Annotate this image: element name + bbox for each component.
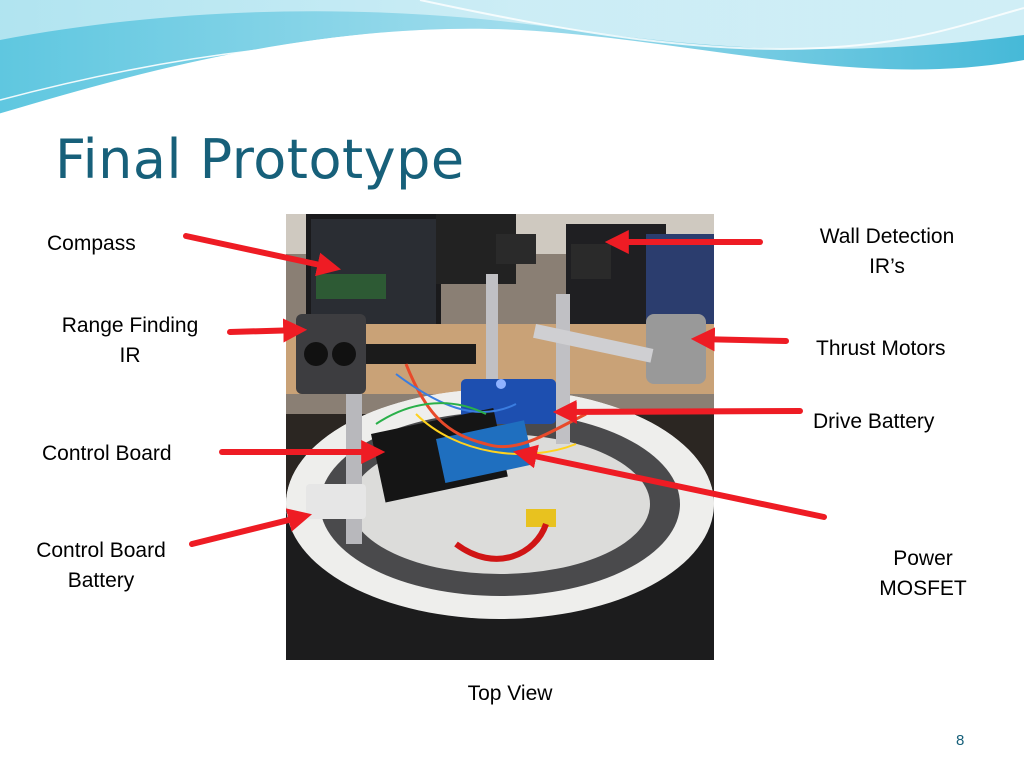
photo-caption: Top View: [467, 682, 553, 705]
page-number: 8: [956, 732, 965, 749]
label-range-finding-line2: IR: [119, 344, 141, 367]
label-compass: Compass: [47, 229, 136, 259]
header-wave-decoration: [0, 0, 1024, 117]
label-wall-detection-ir: Wall Detection IR’s: [800, 222, 974, 282]
label-power-mosfet-line1: Power: [893, 547, 953, 570]
label-power-mosfet: Power MOSFET: [862, 544, 984, 604]
label-compass-text: Compass: [47, 232, 136, 255]
robot-photo: [286, 214, 714, 660]
label-wall-detection-line2: IR’s: [869, 255, 905, 278]
label-thrust-motors-text: Thrust Motors: [816, 337, 946, 360]
label-power-mosfet-line2: MOSFET: [879, 577, 967, 600]
label-wall-detection-line1: Wall Detection: [819, 225, 955, 248]
label-control-board-text: Control Board: [42, 442, 172, 465]
label-range-finding-ir: Range Finding IR: [44, 311, 216, 371]
label-drive-battery: Drive Battery: [813, 407, 934, 437]
robot-photo-illustration: [286, 214, 714, 660]
label-thrust-motors: Thrust Motors: [816, 334, 946, 364]
label-control-board-battery-line2: Battery: [67, 569, 135, 592]
slide-title: Final Prototype: [55, 128, 465, 191]
label-range-finding-line1: Range Finding: [61, 314, 199, 337]
label-control-board: Control Board: [42, 439, 172, 469]
label-control-board-battery: Control Board Battery: [20, 536, 182, 596]
label-control-board-battery-line1: Control Board: [36, 539, 166, 562]
label-drive-battery-text: Drive Battery: [813, 410, 935, 433]
